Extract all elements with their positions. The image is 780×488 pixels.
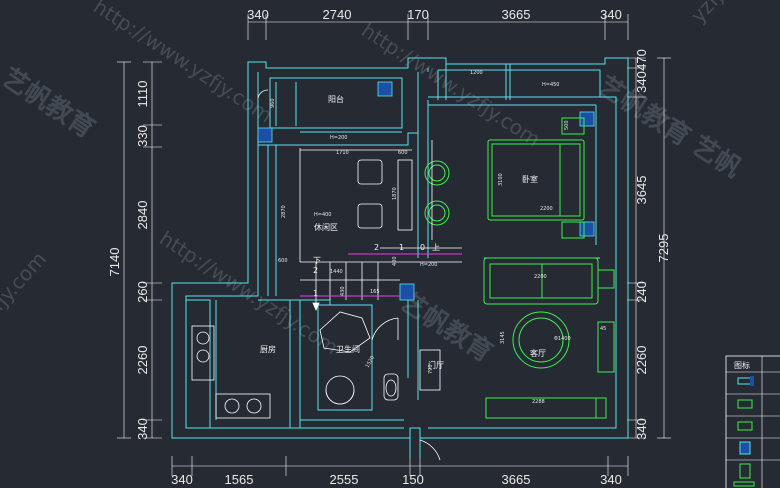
label-d600a: 600 — [398, 150, 408, 156]
label-h200-balcony: H=200 — [330, 135, 348, 141]
room-kitchen: 厨房 — [260, 344, 276, 354]
label-stair-1: 1 — [399, 243, 404, 252]
leisure-furniture — [191, 89, 462, 461]
dim-left-3: 2840 — [135, 201, 150, 230]
label-d1520: 1520 — [365, 355, 377, 369]
dim-right-2: 470 — [634, 49, 649, 71]
dim-bottom-6: 340 — [600, 472, 622, 487]
walls — [171, 57, 629, 458]
room-bedroom: 卧室 — [522, 174, 538, 184]
dim-bottom-1: 340 — [171, 472, 193, 487]
dim-bottom-5: 3665 — [502, 472, 531, 487]
room-living: 客厅 — [530, 348, 546, 358]
label-d2288: 2288 — [532, 399, 545, 405]
legend-icon-switch — [737, 399, 753, 409]
label-d1200: 1200 — [470, 70, 483, 76]
label-d2200-sofa: 2200 — [534, 274, 547, 280]
label-h200-stair: H=200 — [420, 262, 438, 268]
dim-top-3: 170 — [407, 7, 429, 22]
dim-left-1: 1110 — [135, 81, 150, 108]
legend-panel: 图标 — [725, 355, 780, 488]
label-stair-1b: 1 — [313, 289, 318, 298]
label-d2200-bed: 2200 — [540, 206, 553, 212]
label-d3100: 3100 — [498, 173, 504, 186]
legend-icon-water — [739, 441, 751, 455]
dim-right-4: 240 — [634, 281, 649, 303]
dim-top-4: 3665 — [502, 7, 531, 22]
structural-columns — [257, 81, 595, 301]
stair-arrows — [312, 262, 320, 312]
label-stair-up: 上 — [432, 243, 440, 252]
label-d1710: 1710 — [336, 150, 349, 156]
dim-right-3: 3645 — [634, 176, 649, 205]
dimension-texts: 340 2740 170 3665 340 340 1565 2555 150 … — [107, 7, 671, 487]
dimension-lines — [117, 14, 671, 476]
dim-right-6: 340 — [634, 418, 649, 440]
label-d1440: 1440 — [330, 269, 343, 275]
label-d430: 430 — [340, 286, 346, 296]
legend-icon-socket — [737, 421, 753, 431]
legend-icon-panel — [739, 463, 751, 479]
label-h450: H=450 — [542, 82, 560, 88]
label-d1870: 1870 — [392, 187, 398, 200]
dim-right-1: 340 — [634, 71, 649, 93]
label-d45: 45 — [600, 326, 606, 332]
label-d960: 960 — [270, 98, 276, 108]
dim-bottom-3: 2555 — [330, 472, 359, 487]
dim-top-5: 340 — [600, 7, 622, 22]
dim-left-4: 260 — [135, 281, 150, 303]
legend-title: 图标 — [734, 360, 750, 370]
room-balcony: 阳台 — [328, 94, 344, 104]
dim-left-2: 330 — [135, 125, 150, 147]
room-entry: 门厅 — [428, 360, 444, 370]
label-h400: H=400 — [314, 212, 332, 218]
label-d400: 400 — [392, 256, 398, 266]
room-labels: 阳台 休闲区 卧室 客厅 厨房 卫生间 门厅 — [260, 94, 546, 370]
room-leisure: 休闲区 — [314, 222, 338, 232]
dim-bottom-4: 150 — [402, 472, 424, 487]
annotation-texts: H=450 H=200 H=400 H=200 2 1 0 上 下 2 1 12… — [270, 70, 606, 405]
level-change-lines — [300, 253, 462, 297]
label-d500: 500 — [564, 120, 570, 130]
label-stair-2: 2 — [374, 243, 379, 252]
label-stair-2b: 2 — [313, 266, 318, 275]
label-d3145: 3145 — [500, 331, 506, 344]
dim-bottom-2: 1565 — [225, 472, 254, 487]
label-d790: 790 — [428, 364, 434, 374]
dim-left-6: 340 — [135, 418, 150, 440]
dim-left-5: 2260 — [135, 346, 150, 375]
label-d2870: 2870 — [281, 205, 287, 218]
room-bathroom: 卫生间 — [336, 344, 360, 354]
dim-left-total: 7140 — [107, 248, 122, 277]
dim-top-2: 2740 — [323, 7, 352, 22]
dim-right-total: 7295 — [656, 234, 671, 263]
label-d1400: Φ1400 — [554, 336, 571, 342]
label-stair-down: 下 — [313, 256, 321, 265]
dim-right-5: 2260 — [634, 346, 649, 375]
dim-top-1: 340 — [247, 7, 269, 22]
furniture — [424, 117, 615, 419]
label-d600b: 600 — [278, 258, 288, 264]
label-d165: 165 — [370, 289, 380, 295]
label-stair-0: 0 — [420, 243, 425, 252]
